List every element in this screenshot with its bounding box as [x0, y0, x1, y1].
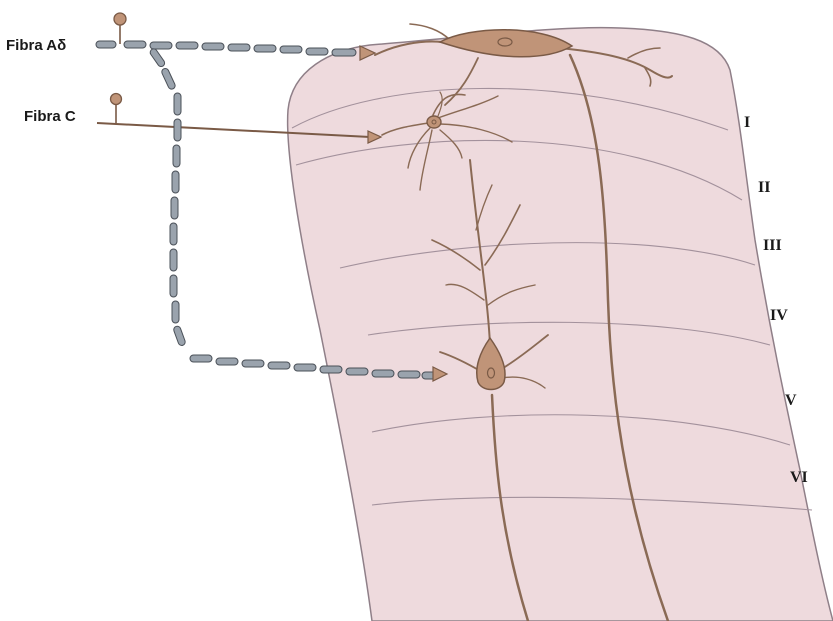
myelin-segment — [171, 197, 178, 219]
myelin-segment — [172, 171, 179, 193]
myelin-segment — [149, 48, 166, 68]
myelin-segment — [346, 368, 368, 375]
myelin-segment — [174, 119, 181, 141]
myelin-segment — [202, 43, 224, 50]
myelin-segment — [176, 42, 198, 49]
myelin-segment — [268, 362, 290, 369]
myelin-segment — [161, 67, 177, 90]
myelin-segment — [173, 145, 180, 167]
myelin-segment — [398, 371, 420, 378]
myelin-segment — [170, 275, 177, 297]
lamina-label-2: II — [758, 179, 770, 196]
myelin-segment — [332, 49, 356, 56]
myelin-segment — [190, 355, 212, 362]
myelin-segment — [124, 41, 146, 48]
myelin-segment — [254, 45, 276, 52]
lamina-label-3: III — [763, 237, 782, 254]
fibra-a-delta-label: Fibra Aδ — [6, 37, 66, 54]
lamina-1-dendrite-up — [410, 24, 450, 40]
lamina-2-neuron-soma — [427, 116, 441, 128]
myelin-segment — [216, 358, 238, 365]
myelin-segment — [228, 44, 250, 51]
fibra-c-label: Fibra C — [24, 108, 76, 125]
myelin-segment — [173, 325, 186, 346]
myelin-segment — [172, 301, 179, 323]
fibra-a-delta-ganglion-cell — [114, 13, 126, 25]
dorsal-horn — [288, 28, 833, 621]
myelin-segment — [294, 364, 316, 371]
myelin-segment — [372, 370, 394, 377]
myelin-segment — [280, 46, 302, 53]
lamina-label-5: V — [785, 392, 797, 409]
lamina-label-4: IV — [770, 307, 788, 324]
fibra-c-ganglion-cell — [111, 94, 122, 105]
myelin-segment — [174, 93, 181, 115]
myelin-segment — [170, 223, 177, 245]
myelin-segment — [320, 366, 342, 373]
lamina-label-1: I — [744, 114, 750, 131]
myelin-segment — [150, 42, 172, 49]
myelin-segment — [170, 249, 177, 271]
myelin-segment — [96, 41, 116, 48]
myelin-segment — [306, 48, 328, 55]
lamina-label-6: VI — [790, 469, 808, 486]
myelin-segment — [242, 360, 264, 367]
